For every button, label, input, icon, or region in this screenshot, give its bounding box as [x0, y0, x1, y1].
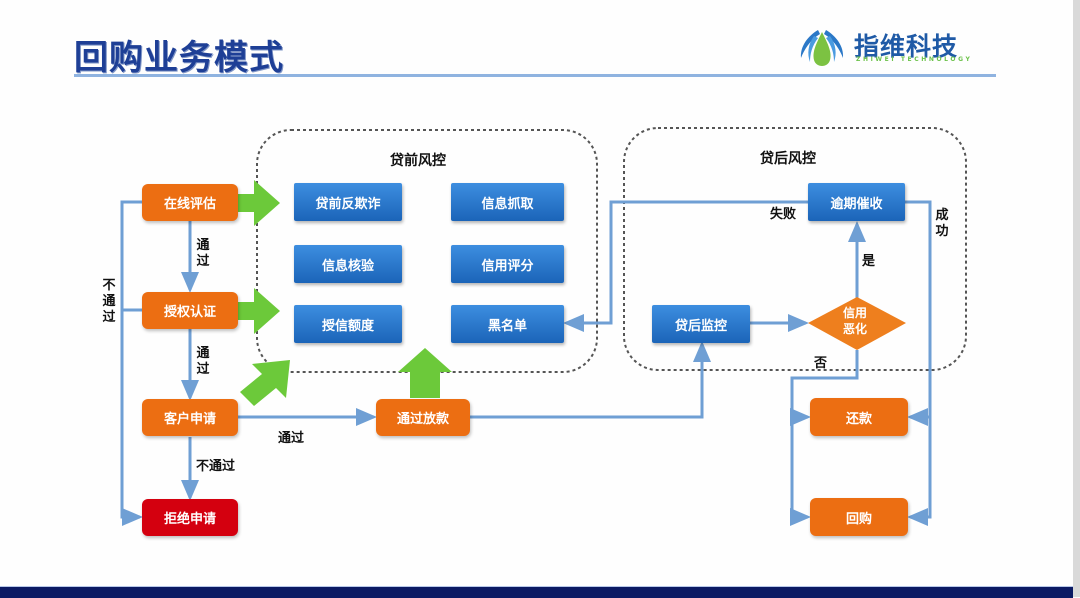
- edge-release-to-monitor: [470, 341, 711, 419]
- green-arrow-release: [398, 348, 452, 398]
- node-anti-fraud[interactable]: 贷前反欺诈: [294, 183, 402, 221]
- node-overdue-collect[interactable]: 逾期催收: [808, 183, 905, 221]
- label-not-pass-left: 不通过: [102, 278, 116, 325]
- node-repay[interactable]: 还款: [810, 398, 908, 436]
- label-success: 成功: [935, 208, 949, 239]
- edge-collect-success: [905, 200, 932, 526]
- diamond-label: 信用 恶化: [820, 305, 890, 337]
- post-loan-group-border: [623, 127, 967, 371]
- diamond-label-line-1: 信用: [842, 306, 867, 320]
- node-reject-apply[interactable]: 拒绝申请: [142, 499, 238, 536]
- label-no: 否: [814, 356, 828, 371]
- credit-worsen-diamond: [808, 297, 906, 350]
- node-auth[interactable]: 授权认证: [142, 292, 238, 329]
- node-credit-score[interactable]: 信用评分: [451, 245, 564, 283]
- node-post-monitor[interactable]: 贷后监控: [652, 305, 750, 343]
- edge-not-pass-bracket: [120, 200, 143, 526]
- label-yes: 是: [862, 254, 876, 269]
- edge-collect-to-blacklist: [563, 200, 808, 332]
- label-fail: 失败: [770, 207, 797, 222]
- node-online-eval[interactable]: 在线评估: [142, 184, 238, 221]
- pre-loan-group-title: 贷前风控: [390, 153, 446, 169]
- post-loan-group-title: 贷后风控: [760, 151, 816, 167]
- logo-subtitle: ZHIWEI TECHNOLOGY: [856, 56, 973, 63]
- label-pass-2: 通过: [196, 346, 210, 377]
- node-info-verify[interactable]: 信息核验: [294, 245, 402, 283]
- node-blacklist[interactable]: 黑名单: [451, 305, 564, 343]
- node-customer-apply[interactable]: 客户申请: [142, 399, 238, 436]
- label-not-pass-bottom: 不通过: [196, 459, 236, 474]
- title-underline: [74, 74, 996, 77]
- window-edge: [1073, 0, 1080, 597]
- logo-drop-icon: [800, 30, 844, 66]
- diamond-label-line-2: 恶化: [842, 322, 867, 336]
- node-info-fetch[interactable]: 信息抓取: [451, 183, 564, 221]
- node-credit-limit[interactable]: 授信额度: [294, 305, 402, 343]
- node-loan-release[interactable]: 通过放款: [376, 399, 470, 436]
- logo-name: 指维科技: [854, 32, 959, 61]
- green-arrow-auth: [236, 288, 280, 334]
- label-pass-3: 通过: [278, 431, 305, 446]
- slide-title: 回购业务模式: [74, 38, 284, 78]
- green-arrow-apply: [240, 360, 290, 406]
- edge-diamond-no: [790, 350, 859, 526]
- green-arrow-eval: [236, 180, 280, 226]
- node-buyback[interactable]: 回购: [810, 498, 908, 536]
- footer-bar: [0, 586, 1073, 598]
- label-pass-1: 通过: [196, 238, 210, 269]
- company-logo: 指维科技 ZHIWEI TECHNOLOGY: [798, 26, 998, 70]
